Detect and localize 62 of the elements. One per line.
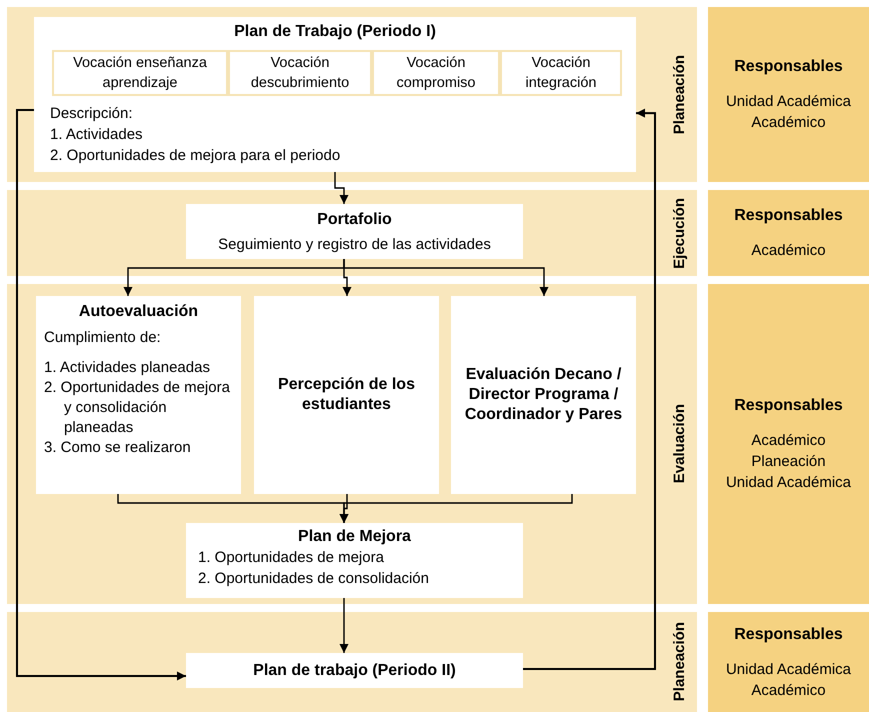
panel-heading: Responsables xyxy=(734,396,843,416)
description-line: 2. Oportunidades de mejora para el periodo xyxy=(50,146,340,166)
box-title: Percepción de los estudiantes xyxy=(277,375,416,415)
responsible-name: Unidad Académica xyxy=(726,660,852,680)
list-item: 2. Oportunidades de consolidación xyxy=(198,569,430,589)
responsible-name: Unidad Académica xyxy=(726,92,852,112)
box-title: Evaluación Decano / Director Programa / Coordinador y Pares xyxy=(464,365,624,425)
phase-label: Evaluación xyxy=(670,404,688,484)
box-text: Cumplimiento de: xyxy=(44,328,162,348)
list-item: 2. Oportunidades de mejora y consolidación planeadas xyxy=(44,378,231,438)
process-box xyxy=(36,296,241,494)
phase-band xyxy=(7,190,697,276)
box-title: Portafolio xyxy=(317,210,392,230)
list-item: 3. Como se realizaron xyxy=(44,438,192,458)
responsibles-panel xyxy=(708,190,869,276)
box-title: Plan de Trabajo (Periodo I) xyxy=(233,22,437,42)
table-cell xyxy=(372,50,500,96)
table-cell xyxy=(52,50,228,96)
responsibles-panel xyxy=(708,284,869,604)
cell-text: Vocación compromiso xyxy=(396,54,476,93)
panel-heading: Responsables xyxy=(734,624,843,644)
responsible-name: Académico xyxy=(751,113,826,133)
arrow xyxy=(334,172,348,204)
box-title: Autoevaluación xyxy=(78,302,200,322)
process-box xyxy=(34,17,636,172)
phase-band xyxy=(7,7,697,182)
responsible-name: Unidad Académica xyxy=(726,473,852,493)
arrow xyxy=(343,259,548,296)
arrow xyxy=(523,108,656,670)
description-line: Descripción: xyxy=(50,104,134,124)
cell-text: Vocación descubrimiento xyxy=(250,54,350,93)
panel-heading: Responsables xyxy=(734,57,843,77)
table-cell xyxy=(228,50,372,96)
responsible-name: Planeación xyxy=(751,452,826,472)
process-box xyxy=(451,296,636,494)
cell-text: Vocación integración xyxy=(524,54,598,93)
responsible-name: Académico xyxy=(751,241,826,261)
table-cell xyxy=(500,50,622,96)
list-item: 1. Actividades planeadas xyxy=(44,358,211,378)
arrow xyxy=(340,494,573,523)
phase-label: Planeación xyxy=(670,622,688,702)
responsible-name: Académico xyxy=(751,431,826,451)
responsibles-panel xyxy=(708,7,869,182)
box-text: Seguimiento y registro de las actividades xyxy=(218,234,491,254)
process-box xyxy=(186,523,523,598)
arrow xyxy=(340,598,348,653)
process-box xyxy=(186,204,523,259)
phase-band xyxy=(7,284,697,604)
process-box xyxy=(254,296,439,494)
phase-band xyxy=(7,612,697,712)
process-box xyxy=(186,653,523,688)
phase-label: Ejecución xyxy=(670,198,688,268)
description-line: 1. Actividades xyxy=(50,125,144,145)
box-title: Plan de trabajo (Periodo II) xyxy=(253,660,456,680)
list-item: 1. Oportunidades de mejora xyxy=(198,548,385,568)
arrow xyxy=(16,109,186,680)
cell-text: Vocación enseñanza aprendizaje xyxy=(72,54,208,93)
responsibles-panel xyxy=(708,612,869,712)
responsible-name: Académico xyxy=(751,680,826,700)
panel-heading: Responsables xyxy=(734,206,843,226)
phase-label: Planeación xyxy=(670,54,688,134)
box-title: Plan de Mejora xyxy=(297,527,412,547)
